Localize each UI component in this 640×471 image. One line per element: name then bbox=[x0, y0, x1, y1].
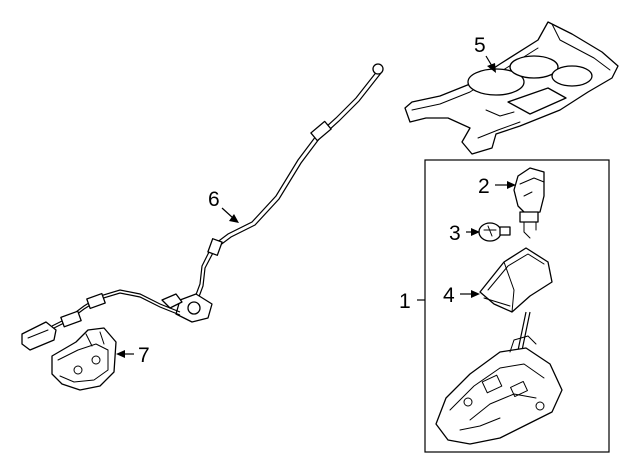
assembly-group-box bbox=[424, 159, 610, 453]
shift-knob bbox=[513, 167, 545, 239]
shift-bezel bbox=[479, 247, 553, 313]
shifter-assembly bbox=[435, 311, 563, 445]
callout-3: 3 bbox=[449, 222, 461, 245]
shift-button bbox=[478, 222, 511, 242]
callout-6: 6 bbox=[208, 188, 220, 211]
callout-5: 5 bbox=[474, 34, 486, 57]
callout-arrows bbox=[116, 55, 516, 358]
console-panel bbox=[404, 21, 619, 155]
callout-7: 7 bbox=[138, 344, 150, 367]
callout-4: 4 bbox=[443, 284, 455, 307]
cable-bracket bbox=[51, 327, 117, 391]
shift-cable bbox=[21, 63, 384, 351]
callout-2: 2 bbox=[478, 175, 490, 198]
callout-1: 1 bbox=[399, 290, 411, 313]
